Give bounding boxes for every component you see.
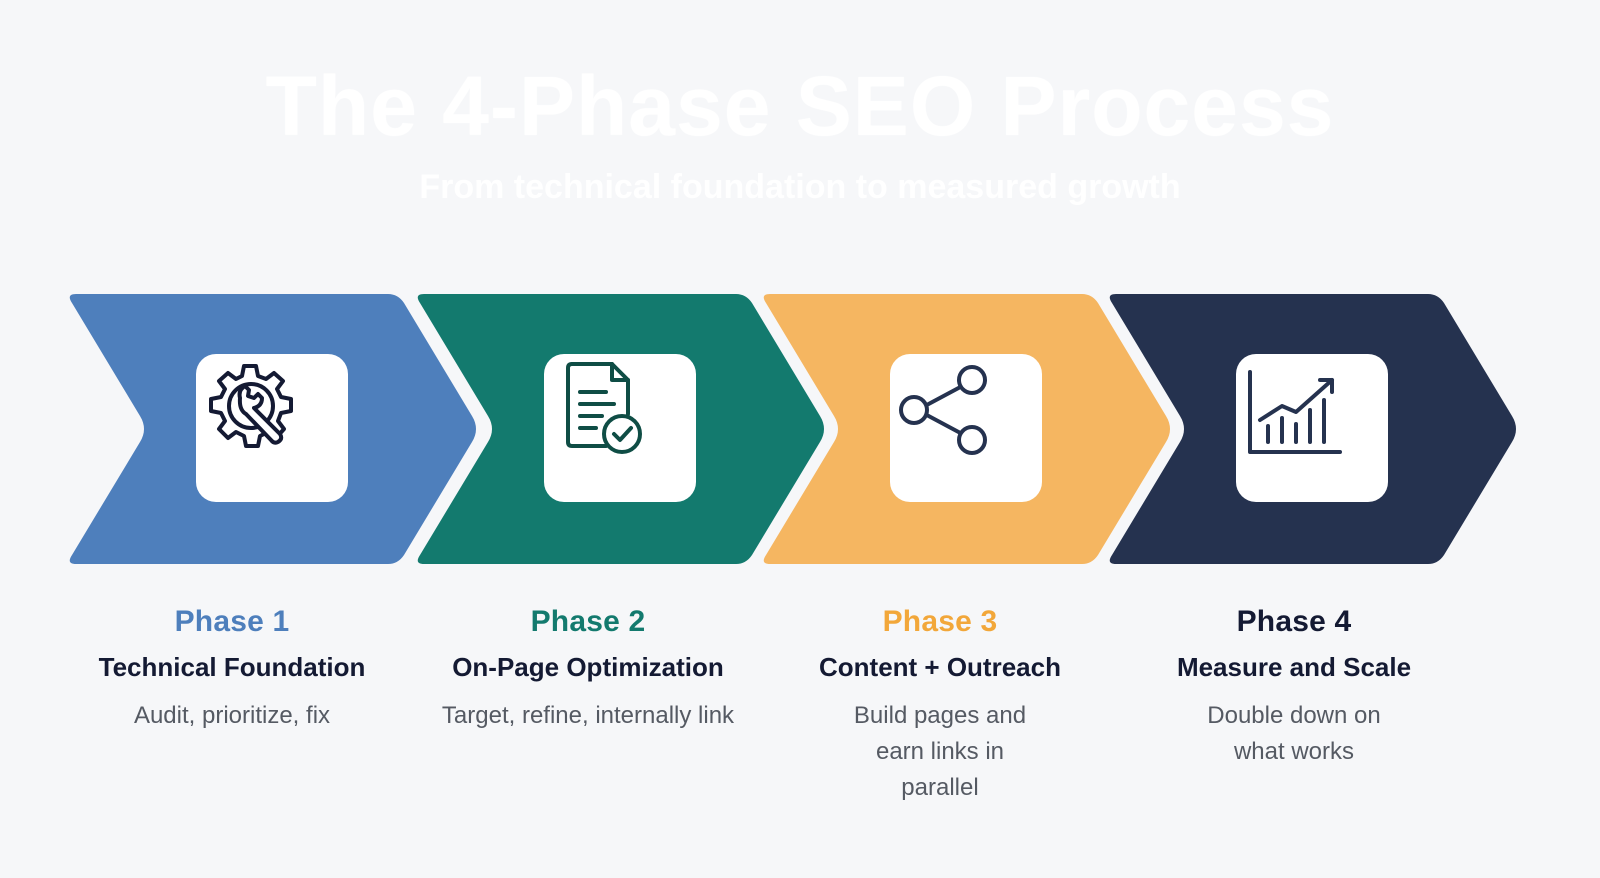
phase-2-label: Phase 2 — [530, 605, 646, 638]
gear-wrench-icon — [209, 364, 293, 448]
phase-3-name: Content + Outreach — [819, 652, 1061, 682]
page-title: The 4-Phase SEO Process — [265, 59, 1335, 153]
phase-1-label: Phase 1 — [174, 605, 290, 638]
phase-1-name: Technical Foundation — [98, 652, 366, 682]
growth-chart-icon — [1248, 370, 1342, 454]
phase-3-label: Phase 3 — [882, 605, 998, 638]
page-subtitle: From technical foundation to measured gr… — [419, 168, 1181, 206]
phase-3-text: Phase 3 Content + Outreach Build pages a… — [742, 600, 1138, 806]
phase-4-arrow — [1106, 294, 1522, 564]
phase-2-icon-tile — [544, 354, 696, 502]
phase-1-icon-tile — [196, 354, 348, 502]
phase-2-arrow — [414, 294, 830, 564]
phase-3-description: Build pages and earn links in parallel — [853, 702, 1027, 801]
phase-1-description: Audit, prioritize, fix — [133, 702, 331, 729]
phase-1-text: Phase 1 Technical Foundation Audit, prio… — [32, 600, 432, 734]
phase-1-arrow — [66, 294, 482, 564]
document-check-icon — [566, 362, 642, 454]
phase-3-arrow — [760, 294, 1176, 564]
share-icon — [899, 365, 987, 455]
phase-4-label: Phase 4 — [1236, 605, 1352, 638]
phase-2-name: On-Page Optimization — [452, 652, 724, 682]
phase-4-icon-tile — [1236, 354, 1388, 502]
phase-4-description: Double down on what works — [1207, 702, 1381, 765]
phase-2-text: Phase 2 On-Page Optimization Target, ref… — [388, 600, 788, 734]
phase-4-text: Phase 4 Measure and Scale Double down on… — [1094, 600, 1494, 770]
phase-2-description: Target, refine, internally link — [441, 702, 735, 729]
phase-4-name: Measure and Scale — [1176, 652, 1412, 682]
phase-3-icon-tile — [890, 354, 1042, 502]
